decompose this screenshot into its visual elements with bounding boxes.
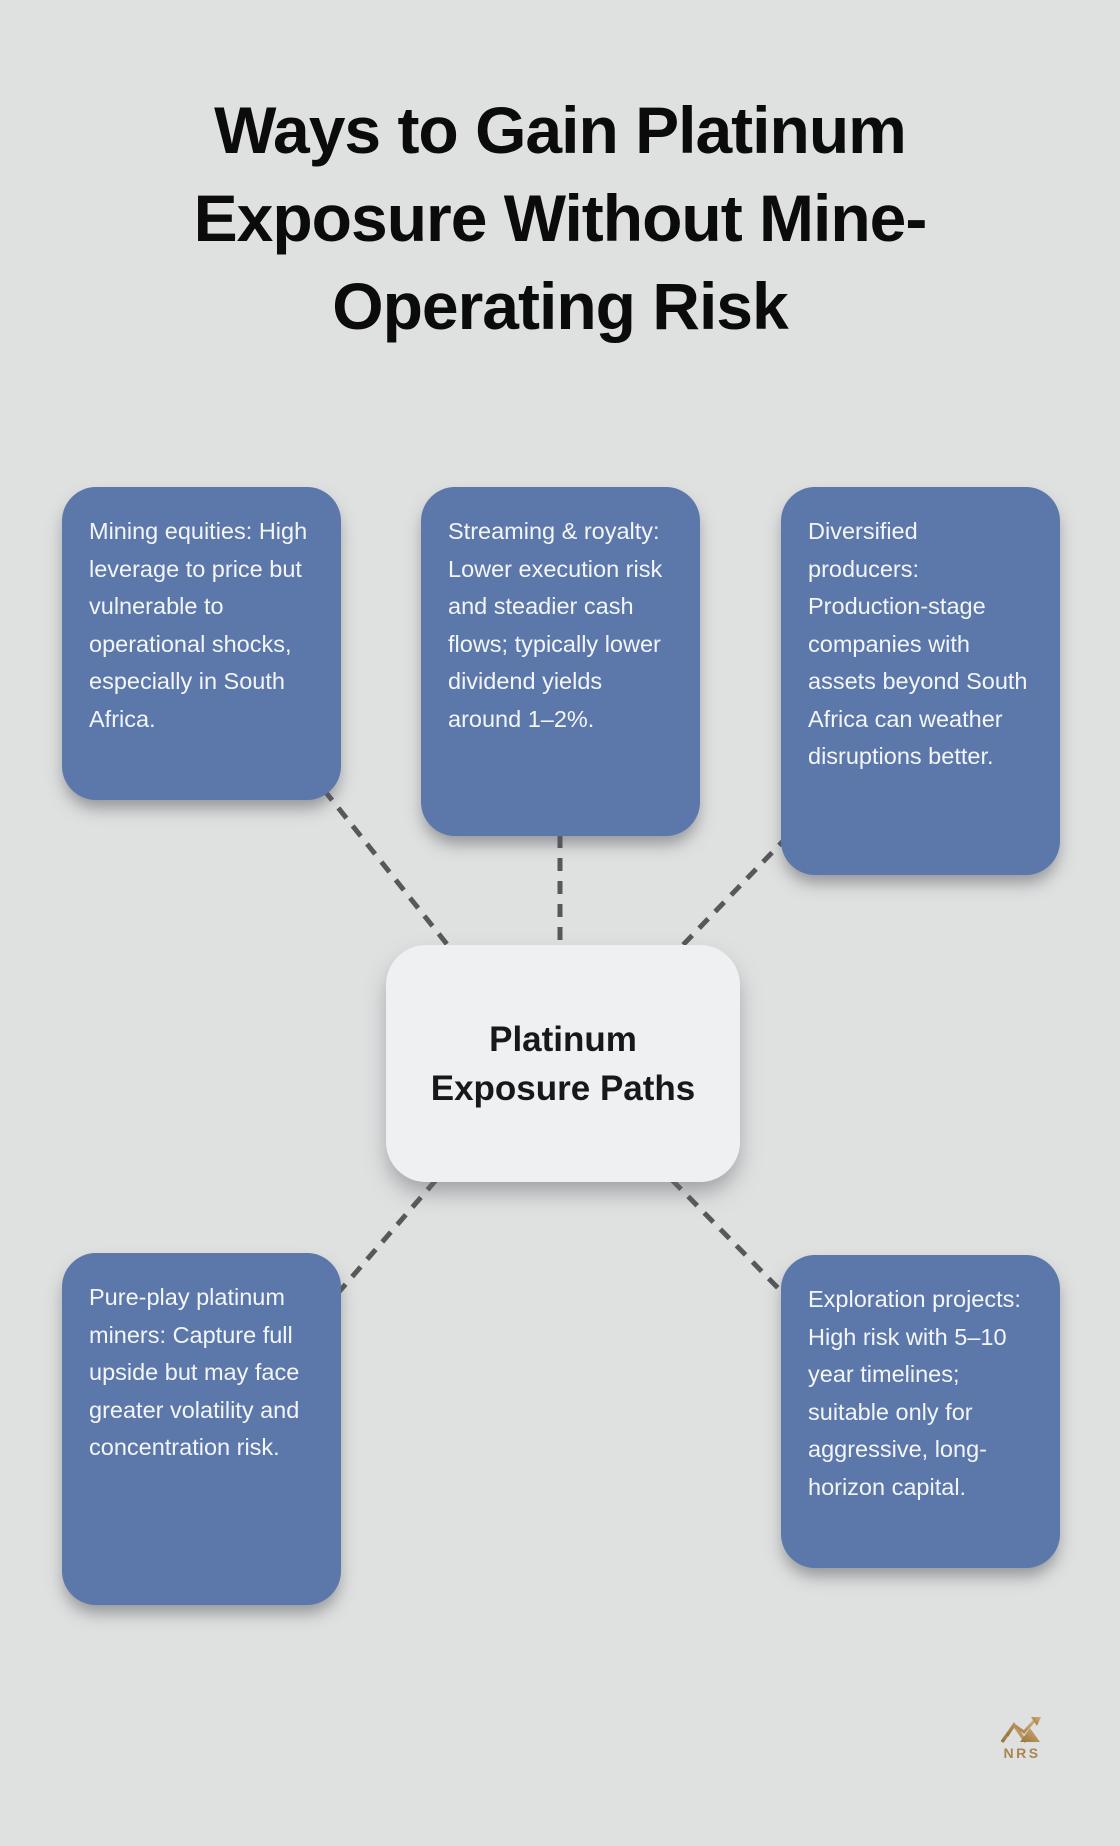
center-node-line-2: Exposure Paths [430,1068,696,1108]
node-pure-play-miners-text: Pure-play platinum miners: Capture full … [89,1284,300,1460]
center-node-platinum-exposure-paths: Platinum Exposure Paths [386,945,740,1182]
node-exploration-projects: Exploration projects: High risk with 5–1… [781,1255,1060,1568]
node-pure-play-miners: Pure-play platinum miners: Capture full … [62,1253,341,1605]
mountain-arrow-icon [999,1716,1045,1744]
nrs-logo: NRS [992,1716,1052,1761]
page-title-line-2: Exposure Without Mine- [193,181,928,255]
node-exploration-projects-text: Exploration projects: High risk with 5–1… [808,1286,1021,1500]
node-diversified-producers-text: Diversified producers: Production-stage … [808,518,1028,769]
connector-pure-play-miners [336,1178,438,1295]
connector-mining-equities [322,788,452,950]
node-streaming-royalty-text: Streaming & royalty: Lower execution ris… [448,518,663,732]
node-diversified-producers: Diversified producers: Production-stage … [781,487,1060,875]
page-title-line-1: Ways to Gain Platinum [214,93,907,167]
logo-text: NRS [1003,1745,1041,1761]
node-mining-equities-text: Mining equities: High leverage to price … [89,518,308,732]
node-mining-equities: Mining equities: High leverage to price … [62,487,341,800]
page-title: Ways to Gain Platinum Exposure Without M… [0,86,1120,350]
connector-exploration-projects [670,1178,782,1292]
center-node-line-1: Platinum [489,1019,637,1059]
page-title-line-3: Operating Risk [332,269,788,343]
node-streaming-royalty: Streaming & royalty: Lower execution ris… [421,487,700,836]
connector-diversified-producers [678,834,790,950]
